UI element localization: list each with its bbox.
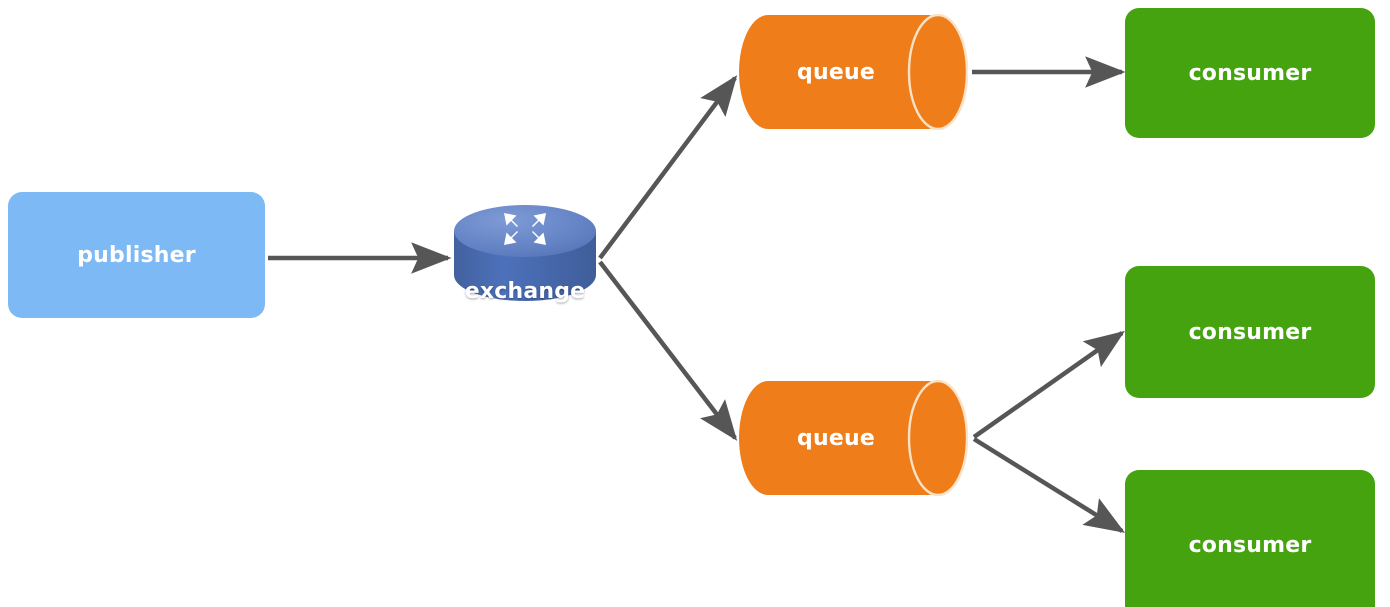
exchange-label: exchange (464, 279, 586, 304)
queue-cylinder-shape (739, 380, 968, 496)
node-consumer-3[interactable]: consumer (1125, 470, 1375, 607)
edge-queue-bottom-to-consumer-2 (972, 330, 1125, 439)
consumer-label: consumer (1188, 532, 1312, 558)
edge-exchange-to-queue-top (598, 75, 738, 260)
edge-queue-bottom-to-consumer-3 (972, 437, 1126, 533)
node-queue-top[interactable]: queue (738, 14, 968, 130)
node-consumer-1[interactable]: consumer (1125, 8, 1375, 138)
publisher-label: publisher (77, 242, 196, 268)
queue-label: queue (797, 59, 875, 85)
queue-cylinder-shape (739, 14, 968, 130)
exchange-cylinder-shape (454, 205, 596, 301)
node-consumer-2[interactable]: consumer (1125, 266, 1375, 398)
queue-label: queue (797, 425, 875, 451)
consumer-label: consumer (1188, 319, 1312, 345)
consumer-label: consumer (1188, 60, 1312, 86)
node-exchange[interactable]: exchange (452, 183, 598, 323)
node-publisher[interactable]: publisher (8, 192, 265, 318)
edge-exchange-to-queue-bottom (598, 260, 738, 441)
four-diverging-arrows-icon (504, 213, 546, 245)
node-queue-bottom[interactable]: queue (738, 380, 968, 496)
